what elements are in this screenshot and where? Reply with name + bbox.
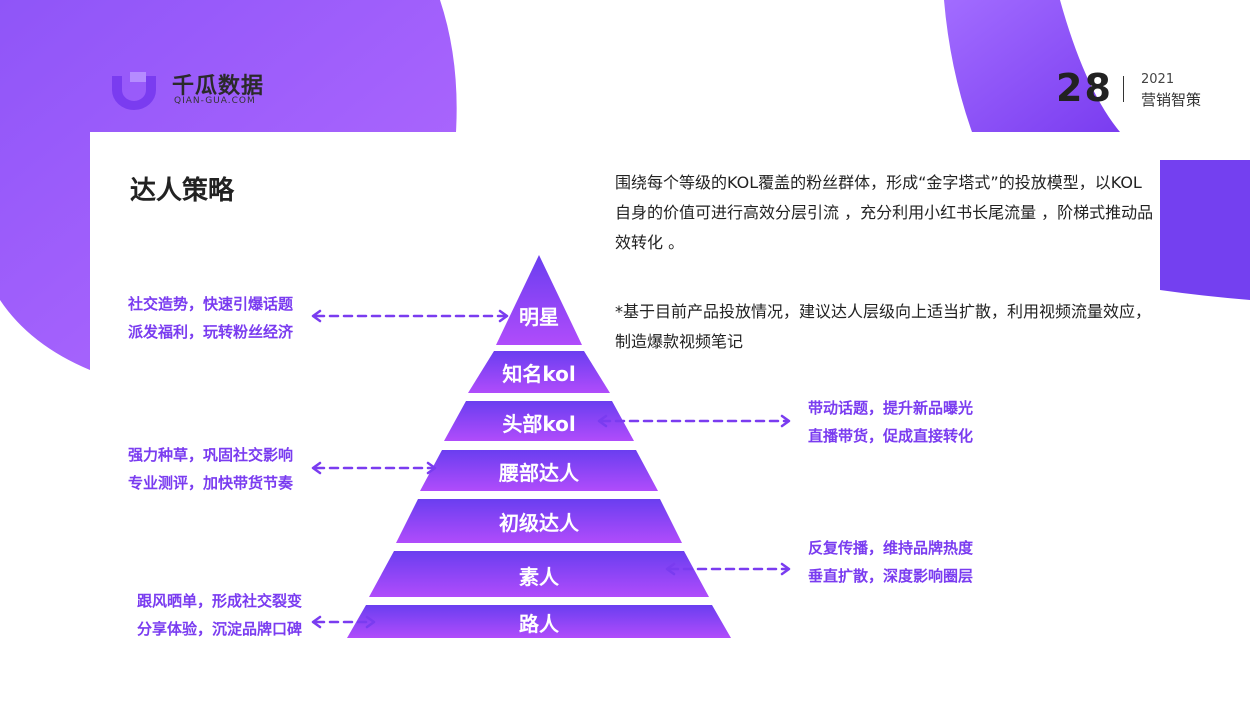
page-number: 28	[1056, 66, 1113, 110]
pyramid-level-top-kol	[444, 401, 634, 441]
brand-name-en: QIAN-GUA.COM	[174, 96, 256, 106]
pyramid-label-known-kol: 知名kol	[502, 362, 576, 386]
note-star-line-1: 社交造势，快速引爆话题	[128, 295, 294, 313]
note-amateur-line-1: 反复传播，维持品牌热度	[808, 539, 974, 557]
pyramid-level-amateur	[369, 551, 709, 597]
note-mid-tier: 强力种草，巩固社交影响 专业测评，加快带货节奏	[128, 441, 293, 497]
pyramid-level-passerby	[347, 605, 731, 638]
header-subtitle: 营销智策	[1141, 91, 1202, 109]
pyramid-label-beginner: 初级达人	[499, 511, 579, 535]
pyramid-level-star	[496, 255, 582, 345]
note-mid-tier-line-2: 专业测评，加快带货节奏	[128, 474, 294, 492]
note-passerby-line-2: 分享体验，沉淀品牌口碑	[137, 620, 303, 638]
note-amateur: 反复传播，维持品牌热度 垂直扩散，深度影响圈层	[808, 534, 973, 590]
header-divider	[1123, 76, 1124, 102]
note-top-kol: 带动话题，提升新品曝光 直播带货，促成直接转化	[808, 394, 973, 450]
page-title: 达人策略	[130, 176, 235, 206]
strategy-description: 围绕每个等级的KOL覆盖的粉丝群体，形成“金字塔式”的投放模型，以KOL自身的价…	[615, 173, 1154, 252]
pyramid-label-passerby: 路人	[519, 612, 559, 636]
pyramid-level-beginner	[396, 499, 682, 543]
header-year: 2021	[1141, 72, 1175, 87]
note-star-line-2: 派发福利，玩转粉丝经济	[128, 323, 294, 341]
pyramid-label-amateur: 素人	[519, 565, 559, 589]
pyramid-level-known-kol	[468, 351, 610, 393]
decorative-arc-right	[944, 0, 1250, 300]
pyramid-level-mid-tier	[420, 450, 658, 491]
strategy-suggestion: *基于目前产品投放情况，建议达人层级向上适当扩散，利用视频流量效应，制造爆款视频…	[615, 302, 1152, 351]
note-star: 社交造势，快速引爆话题 派发福利，玩转粉丝经济	[128, 290, 293, 346]
pyramid-label-mid-tier: 腰部达人	[499, 461, 579, 485]
pyramid-label-top-kol: 头部kol	[502, 412, 576, 436]
qiangua-logo-icon	[112, 72, 156, 110]
note-amateur-line-2: 垂直扩散，深度影响圈层	[808, 567, 974, 585]
note-mid-tier-line-1: 强力种草，巩固社交影响	[128, 446, 294, 464]
note-top-kol-line-2: 直播带货，促成直接转化	[808, 427, 974, 445]
note-passerby: 跟风晒单，形成社交裂变 分享体验，沉淀品牌口碑	[137, 587, 302, 643]
pyramid-label-star: 明星	[519, 305, 559, 329]
note-passerby-line-1: 跟风晒单，形成社交裂变	[137, 592, 303, 610]
brand-name-cn: 千瓜数据	[172, 74, 265, 99]
note-top-kol-line-1: 带动话题，提升新品曝光	[808, 399, 974, 417]
